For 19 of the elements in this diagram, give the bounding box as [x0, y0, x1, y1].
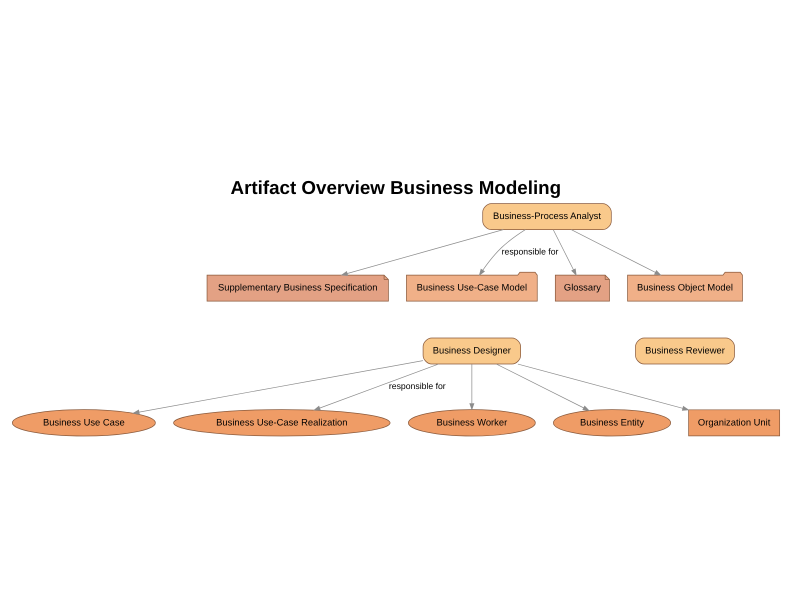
- arrow: [496, 363, 590, 410]
- arrow: [517, 363, 690, 410]
- edge-label: responsible for: [502, 246, 558, 256]
- node-box: Business Reviewer: [635, 337, 735, 364]
- arrow: [313, 363, 439, 410]
- diagram-title: Artifact Overview Business Modeling: [230, 176, 562, 198]
- arrow: [340, 228, 504, 276]
- node-ellipse: Business Entity: [553, 408, 672, 436]
- node-ellipse: Business Use-Case Realization: [173, 408, 390, 436]
- node-box: Business Designer: [422, 337, 521, 364]
- arrow: [571, 228, 662, 276]
- node-ellipse: Business Worker: [408, 408, 536, 436]
- arrow: [552, 229, 577, 276]
- arrow: [469, 363, 474, 410]
- node-box: Business-Process Analyst: [482, 202, 612, 230]
- edge-label: responsible for: [388, 380, 446, 391]
- arrow: [478, 228, 526, 276]
- node-box: Organization Unit: [688, 408, 780, 436]
- arrow: [132, 360, 424, 414]
